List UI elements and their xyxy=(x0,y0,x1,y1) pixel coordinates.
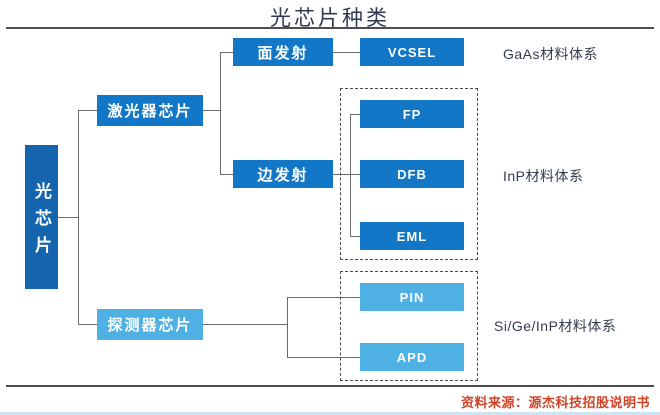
connector-to-apd xyxy=(287,357,360,358)
connector-to-eml xyxy=(350,236,360,237)
node-edge-emitting: 边发射 xyxy=(233,160,333,188)
connector-to-pin xyxy=(287,297,360,298)
node-vcsel: VCSEL xyxy=(360,38,464,66)
connector-laser-out xyxy=(203,110,220,111)
node-pin: PIN xyxy=(360,283,464,311)
node-detector-chip: 探测器芯片 xyxy=(97,309,203,340)
sige-material-group-frame xyxy=(340,271,478,381)
diagram-title: 光芯片种类 xyxy=(270,6,390,30)
source-note: 资料来源：源杰科技招股说明书 xyxy=(460,395,650,410)
node-dfb: DFB xyxy=(360,160,464,188)
footer-divider xyxy=(6,385,654,387)
connector-to-dfb xyxy=(350,174,360,175)
node-laser-chip: 激光器芯片 xyxy=(97,95,203,126)
connector-trunk-edge xyxy=(350,114,351,237)
connector-to-detector xyxy=(78,324,97,325)
material-label-inp: InP材料体系 xyxy=(503,168,584,184)
connector-to-surface xyxy=(220,52,233,53)
node-apd: APD xyxy=(360,343,464,371)
material-label-gaas: GaAs材料体系 xyxy=(503,46,599,62)
connector-trunk-detector xyxy=(287,297,288,358)
connector-edge-out xyxy=(333,174,350,175)
node-eml: EML xyxy=(360,222,464,250)
title-underline xyxy=(6,27,654,29)
connector-to-fp xyxy=(350,114,360,115)
node-optical-chip: 光芯片 xyxy=(25,145,58,289)
connector-detector-out xyxy=(203,324,287,325)
connector-root-out xyxy=(57,217,78,218)
connector-to-edge xyxy=(220,174,233,175)
node-surface-emitting: 面发射 xyxy=(233,38,333,66)
connector-surface-vcsel xyxy=(333,52,360,53)
connector-trunk-laser xyxy=(220,52,221,174)
bottom-edge-strip xyxy=(0,412,660,415)
connector-to-laser xyxy=(78,110,97,111)
connector-trunk-level1 xyxy=(78,110,79,325)
inp-material-group-frame xyxy=(340,88,478,260)
node-fp: FP xyxy=(360,100,464,128)
material-label-sige: Si/Ge/InP材料体系 xyxy=(494,318,617,334)
